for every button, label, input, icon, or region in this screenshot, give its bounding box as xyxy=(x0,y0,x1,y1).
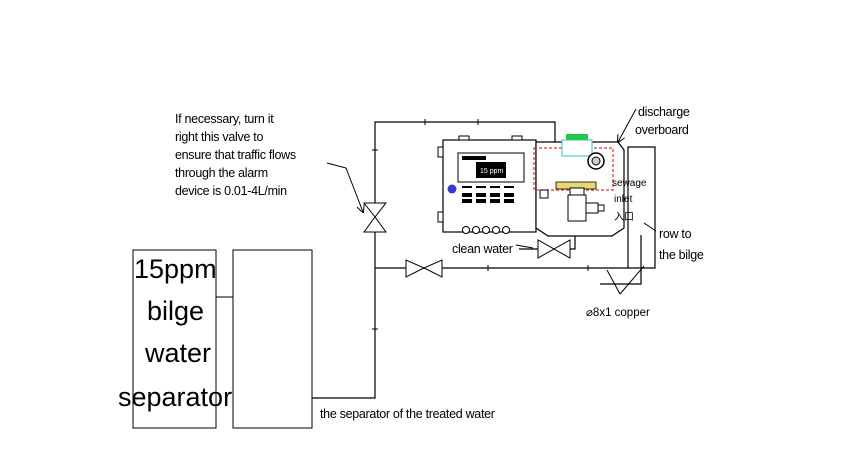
sensor-unit-icon xyxy=(533,134,625,237)
valve-note-line-2: right this valve to xyxy=(175,130,263,144)
clean-water-label: clean water xyxy=(452,242,513,256)
valve-icon[interactable] xyxy=(362,202,388,233)
copper-leader-left xyxy=(606,269,621,295)
alarm-panel-icon: 15 ppm xyxy=(437,135,537,234)
separator-label-3: water xyxy=(144,338,211,368)
copper-label: ⌀8x1 copper xyxy=(586,307,650,319)
separator-label-1: 15ppm xyxy=(134,254,217,284)
valve-note-line-3: ensure that traffic flows xyxy=(175,148,296,162)
sewage-label-1: sewage xyxy=(612,178,647,189)
valve-note-line-4: through the alarm xyxy=(175,166,268,180)
power-button-icon[interactable] xyxy=(447,184,457,194)
pipe-ticks xyxy=(372,119,589,330)
separator-label-4: separator xyxy=(118,382,232,412)
clean-water-leader xyxy=(515,244,534,249)
treated-water-label: the separator of the treated water xyxy=(320,407,495,421)
status-indicator-icon xyxy=(566,134,588,140)
treated-water-box xyxy=(232,249,313,429)
valve-icon[interactable] xyxy=(537,239,571,259)
valve-icon[interactable] xyxy=(405,259,443,278)
note-leader xyxy=(326,162,363,212)
flow-to-bilge-label-2: the bilge xyxy=(659,248,704,262)
valve-note-line-5: device is 0.01-4L/min xyxy=(175,184,287,198)
discharge-label-2: overboard xyxy=(635,123,689,137)
bilge-leader xyxy=(643,222,657,232)
discharge-label-1: discharge xyxy=(638,105,690,119)
separator-label-2: bilge xyxy=(147,296,204,326)
valve-note-line-1: If necessary, turn it xyxy=(175,112,274,126)
separator-box xyxy=(132,249,217,429)
discharge-leader xyxy=(618,108,637,142)
display-readout: 15 ppm xyxy=(480,168,504,175)
flow-to-bilge-label-1: row to xyxy=(659,227,692,241)
sewage-label-3: 入口 xyxy=(614,212,634,223)
copper-leader-right xyxy=(619,265,645,295)
sewage-label-2: inlet xyxy=(614,194,633,205)
